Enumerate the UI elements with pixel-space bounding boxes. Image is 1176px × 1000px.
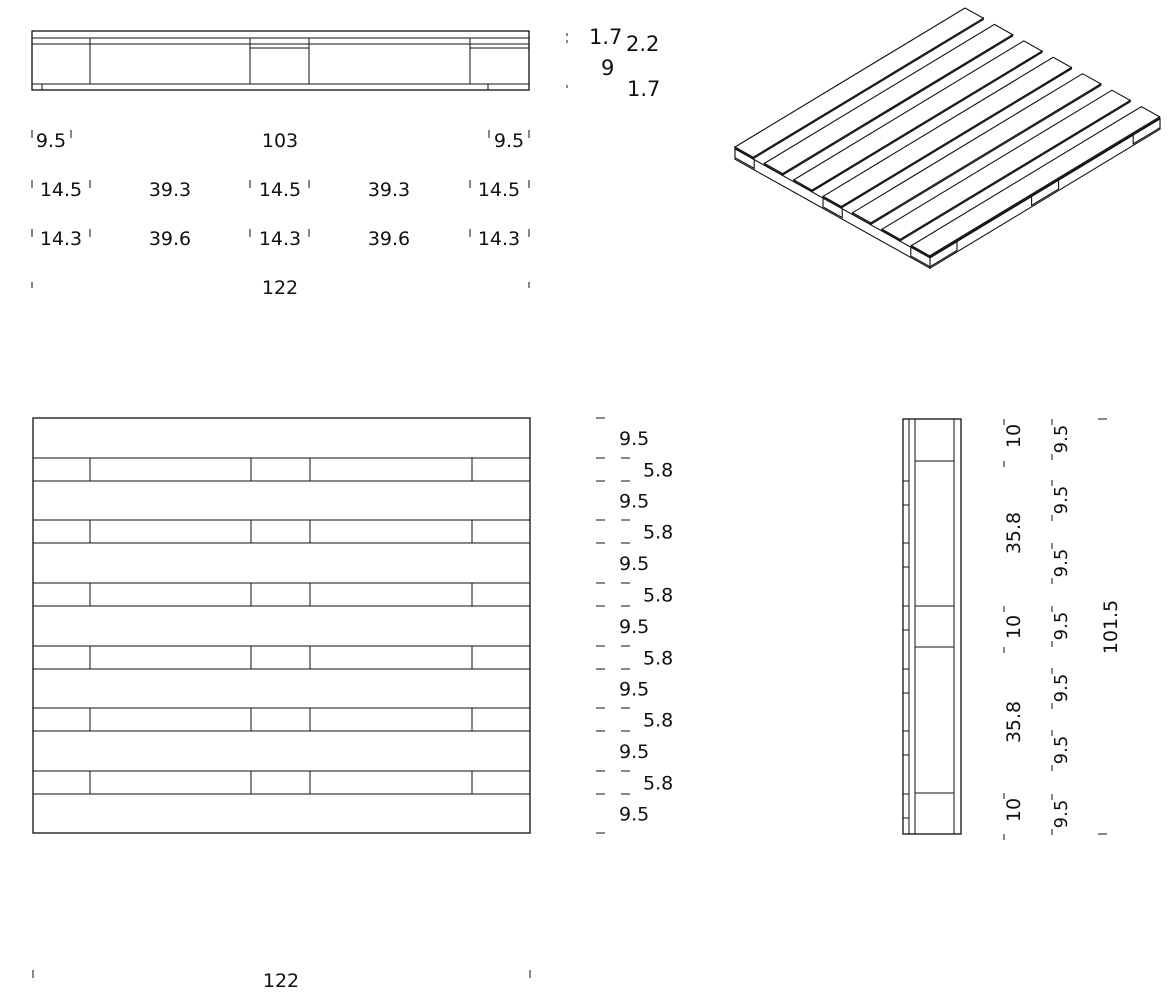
dim-label: 9.5 (494, 130, 524, 152)
board-notch (903, 668, 910, 694)
dim-label: 39.6 (149, 228, 191, 250)
front-outline (31, 30, 530, 91)
dim-label: 9.5 (1051, 549, 1072, 578)
dim-label: 9.5 (1051, 674, 1072, 703)
dim-label: 9.5 (1051, 612, 1072, 641)
dim-label: 2.2 (626, 32, 659, 56)
deck-board-top (733, 7, 985, 158)
dim-label: 9.5 (1051, 486, 1072, 515)
dim-label: 9.5 (619, 553, 649, 575)
deck-board-top (851, 73, 1102, 224)
dim-label: 1.7 (589, 25, 622, 49)
dim-label: 103 (262, 130, 298, 152)
dim-label: 9.5 (619, 491, 649, 513)
dim-label: 14.5 (259, 179, 301, 201)
front-width-dimensions: 9.5 103 9.5 14.5 39.3 14.5 39.3 14.5 14.… (31, 130, 530, 299)
dim-label: 14.3 (40, 228, 82, 250)
dim-label: 39.3 (368, 179, 410, 201)
dim-label: 5.8 (643, 710, 673, 732)
dim-label: 5.8 (643, 648, 673, 670)
deck-board-top (822, 56, 1073, 208)
plan-vertical-dimensions: 9.5 5.8 9.5 5.8 9.5 5.8 9.5 5.8 9.5 5.8 9.5 5.8 9.5 (596, 417, 673, 834)
dim-label: 39.3 (149, 179, 191, 201)
dim-label: 122 (263, 970, 299, 992)
dim-label: 10 (1003, 615, 1025, 639)
dim-label: 9.5 (619, 804, 649, 826)
board-notch (903, 730, 910, 756)
dim-label: 9.5 (1051, 800, 1072, 829)
board-notch (903, 605, 910, 631)
dim-label: 5.8 (643, 585, 673, 607)
deck-board-top (763, 23, 1014, 175)
plan-deck-boards (33, 457, 530, 795)
dim-label: 9 (601, 56, 614, 80)
dim-label: 35.8 (1003, 512, 1025, 554)
dim-label: 5.8 (643, 460, 673, 482)
deck-board-top (792, 40, 1044, 191)
board-notch (903, 480, 910, 506)
board-notch (903, 542, 910, 568)
front-height-dimensions: 1.7 2.2 9 1.7 (566, 25, 660, 101)
plan-view (32, 417, 531, 834)
plan-outline (32, 417, 531, 834)
dim-label: 14.3 (259, 228, 301, 250)
dim-label: 14.5 (478, 179, 520, 201)
dim-label: 14.3 (478, 228, 520, 250)
pallet-block (1031, 179, 1060, 207)
dim-label: 9.5 (619, 616, 649, 638)
dim-label: 5.8 (643, 522, 673, 544)
dim-label: 1.7 (627, 77, 660, 101)
dim-label: 14.5 (40, 179, 82, 201)
dim-label: 9.5 (1051, 425, 1072, 454)
side-outline (902, 418, 962, 835)
board-notch (903, 793, 910, 819)
deck-board-top (910, 105, 1161, 257)
dim-label: 9.5 (1051, 736, 1072, 765)
dim-label: 35.8 (1003, 701, 1025, 743)
dim-label: 101.5 (1100, 600, 1122, 654)
dim-label: 10 (1003, 798, 1025, 822)
pallet-block (1132, 117, 1161, 145)
dim-label: 9.5 (619, 741, 649, 763)
dim-label: 10 (1003, 424, 1025, 448)
dim-label: 9.5 (619, 679, 649, 701)
plan-width-dimension: 122 (32, 970, 531, 992)
dim-label: 122 (262, 277, 298, 299)
deck-board-top (880, 89, 1132, 241)
dim-label: 9.5 (619, 428, 649, 450)
dim-label: 9.5 (36, 130, 66, 152)
side-elevation-view (902, 418, 962, 835)
isometric-view (733, 7, 1161, 270)
side-dimensions: 10 35.8 10 35.8 10 9.5 9.5 9.5 9.5 9.5 9.5 9.5 101… (1003, 418, 1122, 840)
side-notches (903, 480, 910, 819)
dim-label: 5.8 (643, 773, 673, 795)
front-elevation-view (31, 30, 530, 91)
dim-label: 39.6 (368, 228, 410, 250)
